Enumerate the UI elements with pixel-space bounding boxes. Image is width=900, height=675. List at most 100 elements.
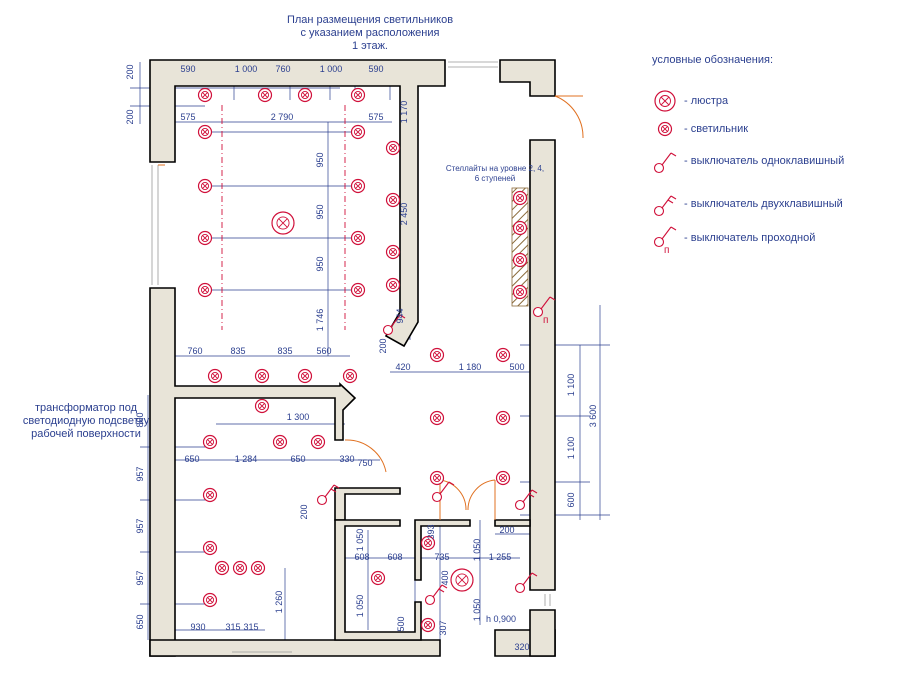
dimension-label: 400 (440, 570, 450, 585)
dimension-label: 500 (509, 362, 524, 372)
switch-double-icon (653, 195, 677, 217)
lamp-icon (429, 470, 445, 486)
legend-item: - люстра (650, 90, 728, 112)
lamp-icon (657, 121, 673, 137)
dimension-label: 330 (339, 454, 354, 464)
chandelier-icon (654, 90, 676, 112)
dimension-label: 1 050 (472, 599, 482, 622)
lamp-icon (197, 178, 213, 194)
lamp-icon (385, 140, 401, 156)
lamp-icon (350, 230, 366, 246)
chandelier-icon (271, 211, 295, 235)
dimension-label: 420 (395, 362, 410, 372)
switch-single-icon (653, 152, 677, 174)
lamp-icon (420, 535, 436, 551)
windows (151, 61, 551, 653)
dimension-label: 393 (426, 524, 436, 539)
height-mark: h 0,900 (486, 614, 516, 624)
legend-label: - выключатель одноклавишный (684, 155, 845, 167)
dimension-label: 650 (184, 454, 199, 464)
dimension-label: 1 170 (399, 101, 409, 124)
dimension-label: 1 050 (355, 529, 365, 552)
dimension-label: 575 (368, 112, 383, 122)
lamp-icon (197, 230, 213, 246)
lamp-icon (297, 368, 313, 384)
dimension-label: 650 (135, 614, 145, 629)
lamp-icon (512, 284, 528, 300)
lamp-icon (429, 410, 445, 426)
led-strip-lines (221, 105, 346, 330)
lamp-icon (385, 192, 401, 208)
switch-double-icon (514, 489, 538, 511)
dimension-label: 608 (354, 552, 369, 562)
dimension-label: 590 (180, 64, 195, 74)
switch-single-icon (382, 314, 406, 336)
dimension-label: 200 (125, 109, 135, 124)
dimension-label: 957 (135, 466, 145, 481)
dimension-label: 307 (438, 620, 448, 635)
lamp-icon (350, 87, 366, 103)
lamp-icon (202, 540, 218, 556)
dimension-label: 200 (499, 525, 514, 535)
dimension-label: 1 000 (235, 64, 258, 74)
dimension-label: 1 050 (355, 595, 365, 618)
dimension-label: 957 (135, 570, 145, 585)
dimension-label: 3 600 (588, 405, 598, 428)
lamp-icon (350, 124, 366, 140)
walls (149, 59, 556, 657)
dimension-label: 500 (396, 616, 406, 631)
lamp-icon (654, 90, 676, 112)
lamp-icon (254, 368, 270, 384)
lamp-icon (202, 487, 218, 503)
lamp-icon (257, 87, 273, 103)
dimension-label: 950 (315, 256, 325, 271)
dimension-label: 1 260 (274, 591, 284, 614)
dimension-label: 200 (299, 504, 309, 519)
lamp-icon (385, 244, 401, 260)
lamp-icon (232, 560, 248, 576)
switch-pass-icon: п (653, 226, 677, 253)
dimension-label: 315 (243, 622, 258, 632)
dimension-label: 750 (357, 458, 372, 468)
dimension-label: 957 (135, 518, 145, 533)
dimension-label: 1 180 (459, 362, 482, 372)
transformer-note: трансформатор под светодиодную подсветку… (22, 402, 150, 440)
lamp-icon (429, 347, 445, 363)
svg-text:п: п (664, 245, 669, 253)
dimension-label: 1 100 (566, 374, 576, 397)
legend-item: - светильник (650, 118, 748, 140)
lamp-icon (512, 220, 528, 236)
lamp-icon (250, 560, 266, 576)
lamp-icon (342, 368, 358, 384)
lamp-icon (197, 124, 213, 140)
chandelier-icon (450, 568, 474, 592)
switch-double-icon (316, 484, 340, 506)
dimension-label: 590 (368, 64, 383, 74)
lamp-icon (512, 252, 528, 268)
dimension-label: 200 (125, 64, 135, 79)
shelves (511, 187, 529, 307)
dimension-label: 2 790 (271, 112, 294, 122)
lamps (197, 87, 528, 633)
switches: п (316, 296, 556, 606)
dimension-label: 315 (225, 622, 240, 632)
plan-title: План размещения светильников с указанием… (250, 14, 490, 53)
lamp-icon (495, 470, 511, 486)
dimension-label: 760 (275, 64, 290, 74)
dimension-label: 930 (190, 622, 205, 632)
dimension-label: 760 (187, 346, 202, 356)
lamp-icon (370, 570, 386, 586)
legend-heading: условные обозначения: (652, 54, 774, 66)
lamp-icon (495, 410, 511, 426)
lamp-icon (272, 434, 288, 450)
legend-label: - люстра (684, 95, 729, 107)
lamp-icon (202, 592, 218, 608)
lamp-icon (310, 434, 326, 450)
switch-single-icon (514, 572, 538, 594)
dimension-label: 600 (566, 492, 576, 507)
switch-double-icon (653, 195, 677, 217)
dimension-label: 1 300 (287, 412, 310, 422)
